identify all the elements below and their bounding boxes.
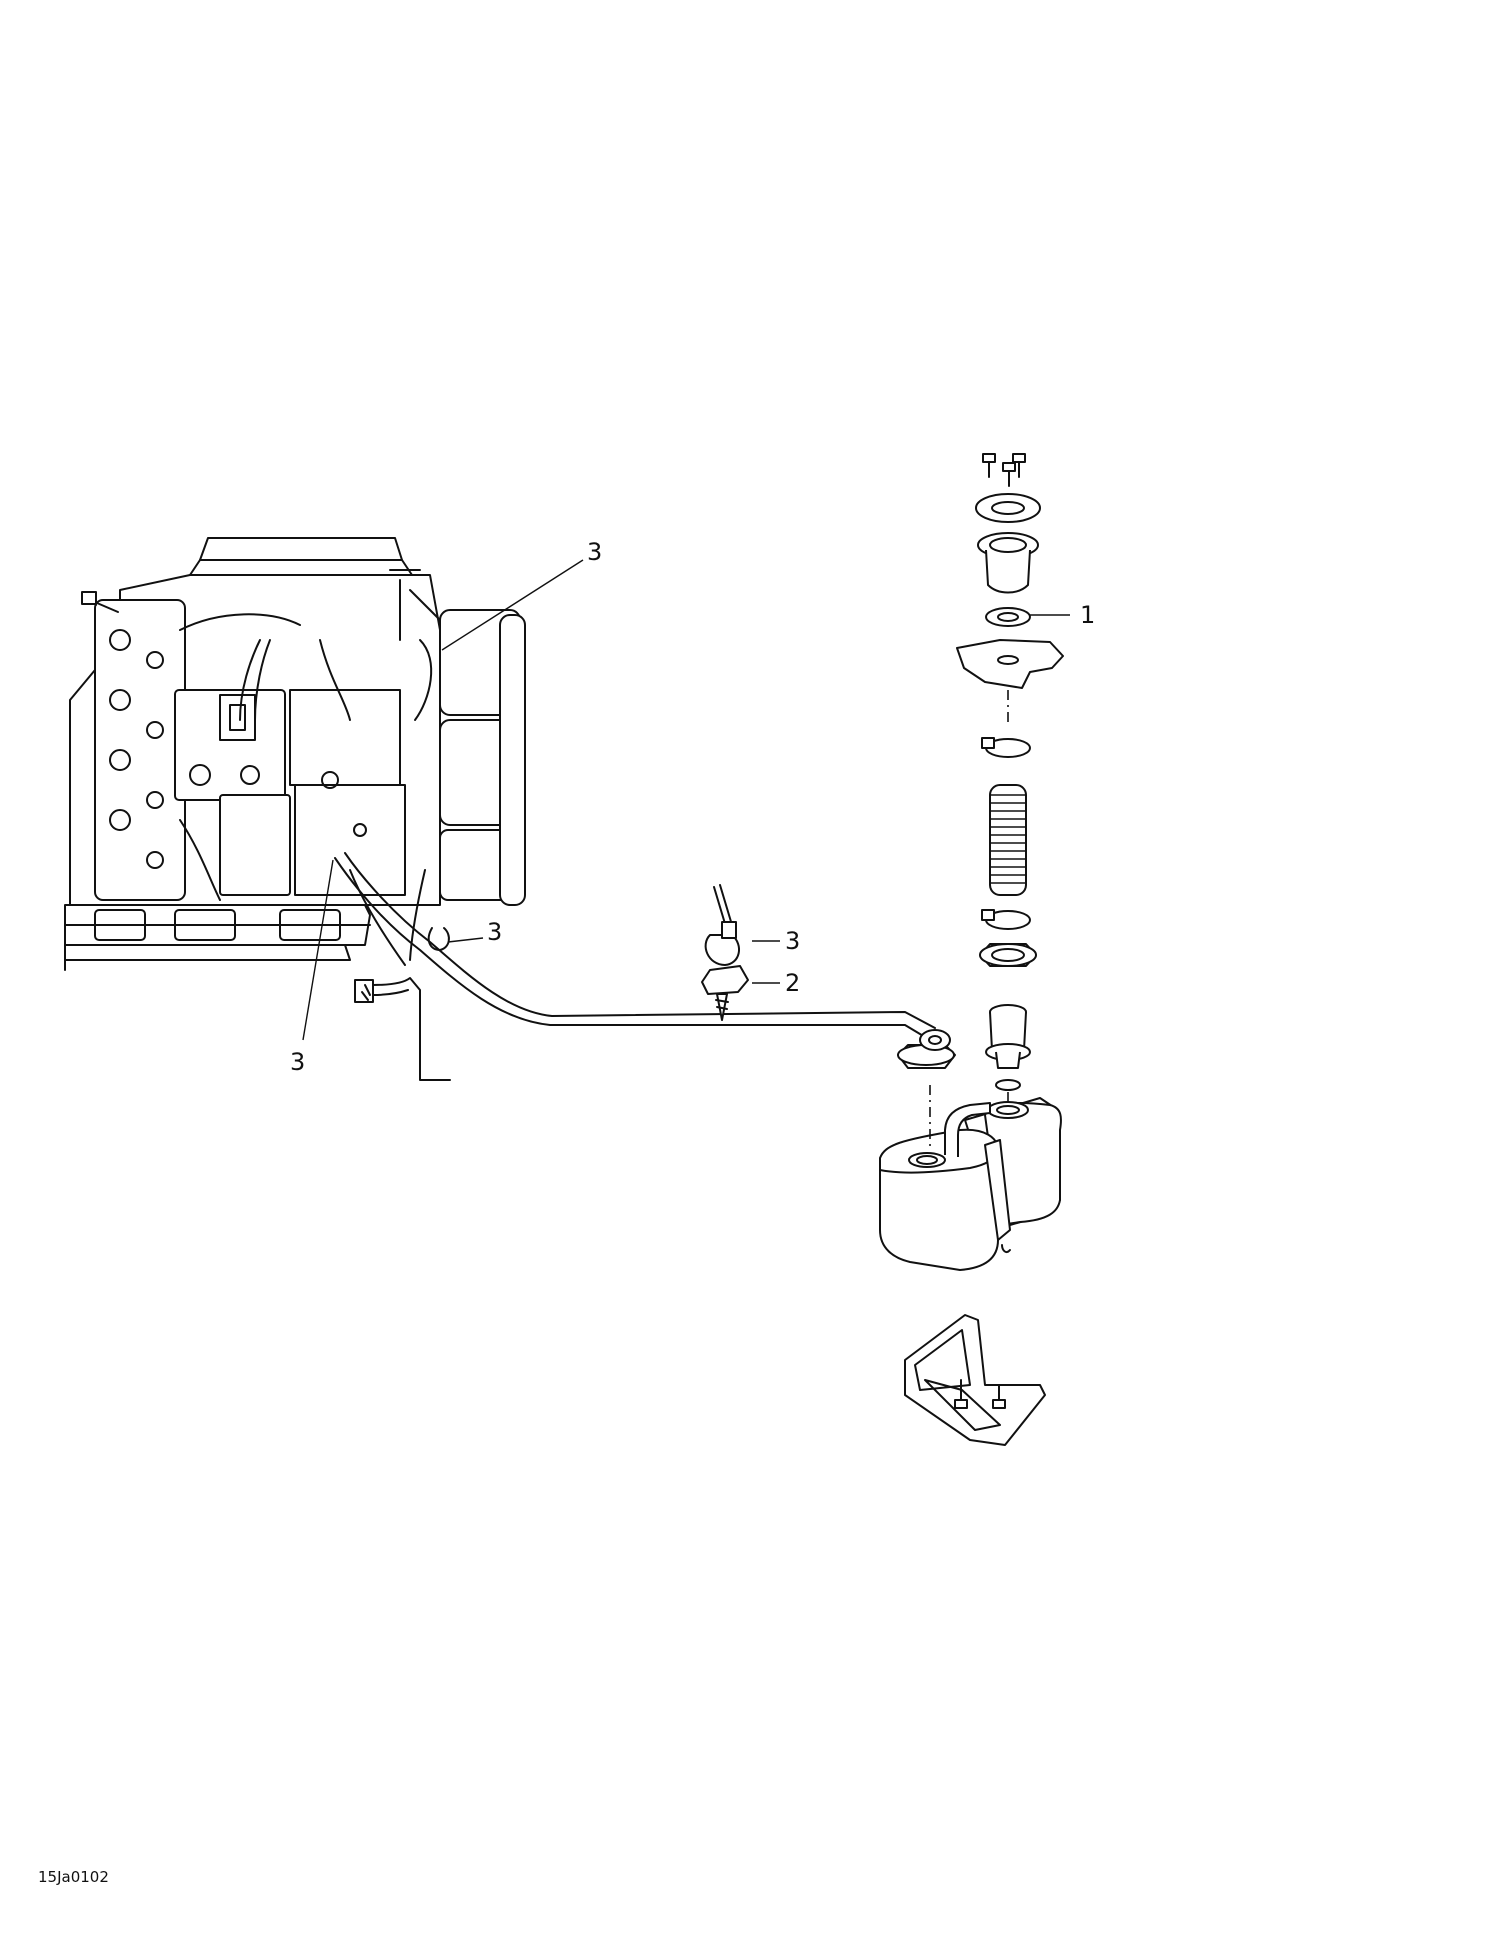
filler-screws [982, 453, 1026, 487]
callout-2: 2 [785, 969, 800, 997]
corrugated-hose [989, 784, 1027, 896]
callout-1: 1 [1080, 601, 1095, 629]
tie-wrap-part [704, 884, 741, 966]
filler-stack [956, 453, 1064, 1108]
oil-line-hose [334, 852, 936, 1041]
figure-reference-code: 15Ja0102 [38, 1868, 109, 1886]
screw-clip-part [701, 965, 749, 1021]
callout-3-bottom: 3 [290, 1048, 305, 1076]
tank-cap [897, 1029, 956, 1069]
callout-3-top: 3 [587, 538, 602, 566]
engine-assembly [64, 537, 526, 1081]
callout-3-legend: 3 [785, 927, 800, 955]
callout-3-hose: 3 [487, 918, 502, 946]
oil-tank [879, 1085, 1062, 1271]
engine-tie-wrap [427, 927, 450, 951]
tank-support [904, 1314, 1046, 1446]
